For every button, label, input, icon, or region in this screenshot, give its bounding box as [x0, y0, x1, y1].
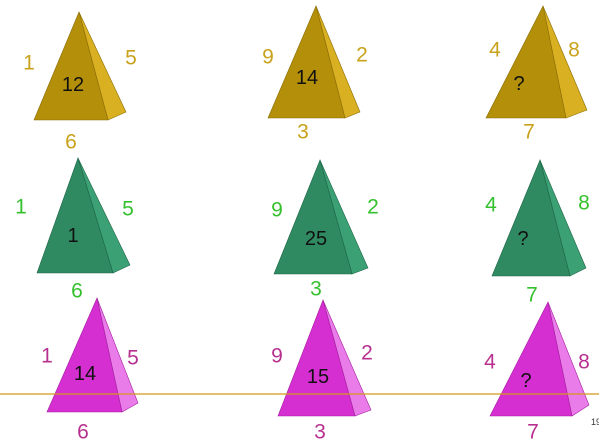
bottom-number: 6	[71, 281, 83, 302]
page-number: 19	[591, 418, 599, 427]
bottom-number: 7	[526, 285, 538, 306]
center-number: 14	[296, 68, 318, 88]
center-number: 14	[74, 364, 96, 384]
right-number: 8	[568, 40, 580, 61]
right-number: 5	[127, 348, 139, 369]
right-number: 5	[125, 48, 137, 69]
right-number: 8	[578, 352, 590, 373]
center-number: 1	[67, 226, 78, 246]
left-number: 1	[41, 346, 53, 367]
bottom-number: 3	[310, 279, 322, 300]
center-number: 15	[307, 367, 329, 387]
bottom-number: 7	[527, 422, 539, 443]
bottom-number: 6	[77, 422, 89, 443]
center-number: ?	[513, 74, 524, 94]
left-number: 1	[23, 53, 35, 74]
right-number: 2	[367, 197, 379, 218]
left-number: 1	[15, 197, 27, 218]
left-number: 4	[489, 40, 501, 61]
center-number: ?	[520, 371, 531, 391]
left-number: 9	[271, 346, 283, 367]
bottom-number: 3	[297, 122, 309, 143]
right-number: 8	[578, 193, 590, 214]
left-number: 4	[485, 195, 497, 216]
bottom-number: 7	[523, 122, 535, 143]
pyramid-front-face	[486, 6, 566, 118]
right-number: 5	[122, 199, 134, 220]
pyramid-front-face	[490, 302, 572, 416]
left-number: 4	[484, 352, 496, 373]
right-number: 2	[356, 45, 368, 66]
center-number: 25	[305, 229, 327, 249]
right-number: 2	[361, 343, 373, 364]
left-number: 9	[271, 200, 283, 221]
center-number: ?	[517, 229, 528, 249]
bottom-number: 3	[314, 422, 326, 443]
bottom-number: 6	[65, 132, 77, 153]
center-number: 12	[62, 75, 84, 95]
left-number: 9	[262, 47, 274, 68]
